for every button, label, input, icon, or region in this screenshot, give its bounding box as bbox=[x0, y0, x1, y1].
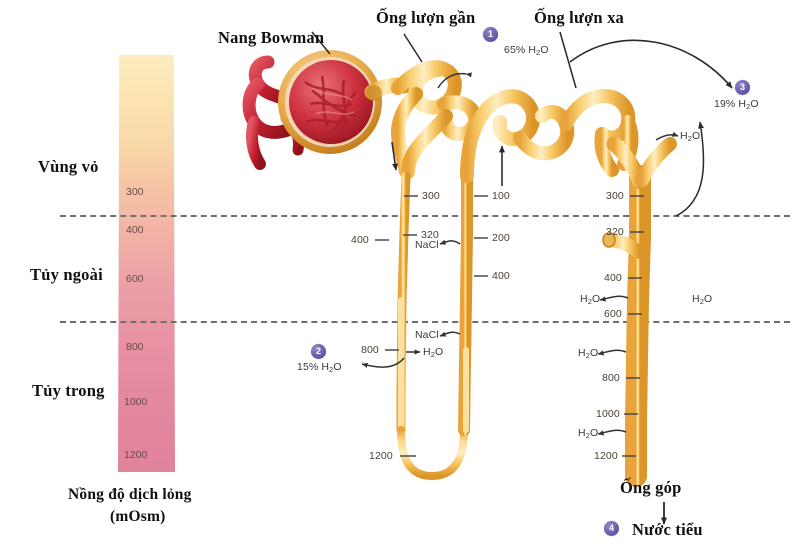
ascending-value-400: 400 bbox=[492, 270, 510, 282]
water-label-cd-right: H2O bbox=[692, 293, 712, 306]
gradient-tick-600: 600 bbox=[126, 273, 144, 285]
water-label-cd-2-sub: 2 bbox=[585, 351, 591, 360]
collecting-value-800: 800 bbox=[602, 372, 620, 384]
descending-value-300: 300 bbox=[422, 190, 440, 202]
arrow-65-percent-water bbox=[437, 72, 472, 89]
distal-convoluted-tubule bbox=[460, 89, 639, 183]
collecting-duct-branch-right bbox=[635, 137, 677, 187]
water-label-cd-1-prefix: H bbox=[580, 293, 588, 305]
arrow-to-step2 bbox=[361, 357, 405, 368]
step-3-text-prefix: 19% H bbox=[714, 98, 747, 110]
collecting-value-1000: 1000 bbox=[596, 408, 620, 420]
label-collecting-duct: Ống góp bbox=[620, 478, 682, 497]
step-marker-1[interactable]: 1 bbox=[483, 27, 498, 42]
gradient-tick-1000: 1000 bbox=[124, 396, 148, 408]
collecting-value-300: 300 bbox=[606, 190, 624, 202]
water-label-descending-suffix: O bbox=[435, 346, 444, 358]
zone-label-inner-medulla: Tủy trong bbox=[32, 381, 105, 400]
arrow-water-efflux-cd-3 bbox=[597, 429, 627, 436]
arrow-nacl-efflux-outer bbox=[439, 239, 461, 245]
leader-bowman-capsule bbox=[311, 31, 331, 55]
label-urine: Nước tiểu bbox=[632, 520, 703, 539]
water-label-cd-3-sub: 2 bbox=[585, 431, 591, 440]
step-1-text: 65% H2O bbox=[504, 44, 549, 57]
water-label-cd-1-suffix: O bbox=[592, 293, 601, 305]
water-label-cd-3-suffix: O bbox=[590, 427, 599, 439]
collecting-value-600: 600 bbox=[604, 308, 622, 320]
gradient-tick-1200: 1200 bbox=[124, 449, 148, 461]
step-1-text-sub: 2 bbox=[536, 48, 541, 57]
descending-value-1200: 1200 bbox=[369, 450, 393, 462]
ascending-value-100: 100 bbox=[492, 190, 510, 202]
zone-label-outer-medulla: Tủy ngoài bbox=[30, 265, 103, 284]
nacl-label-inner-medulla: NaCl bbox=[415, 329, 439, 341]
water-label-distal-sub: 2 bbox=[687, 134, 693, 143]
water-label-cd-right-sub: 2 bbox=[699, 297, 705, 306]
water-label-cd-2: H2O bbox=[578, 347, 598, 360]
arrow-distal-to-step3 bbox=[569, 39, 733, 89]
water-label-cd-3: H2O bbox=[578, 427, 598, 440]
nacl-label-outer-medulla: NaCl bbox=[415, 239, 439, 251]
label-bowmans-capsule: Nang Bowman bbox=[218, 28, 325, 47]
water-label-descending: H2O bbox=[423, 346, 443, 359]
water-label-distal-prefix: H bbox=[680, 130, 688, 142]
arrow-flow-down-descending bbox=[391, 141, 399, 171]
gradient-caption-line1: Nồng độ dịch lỏng bbox=[68, 486, 192, 503]
gradient-tick-800: 800 bbox=[126, 341, 144, 353]
gradient-tick-300: 300 bbox=[126, 186, 144, 198]
step-3-text-suffix: O bbox=[750, 98, 759, 110]
descending-value-400: 400 bbox=[351, 234, 369, 246]
step-1-text-prefix: 65% H bbox=[504, 44, 537, 56]
water-label-cd-right-prefix: H bbox=[692, 293, 700, 305]
arrow-nacl-efflux-inner bbox=[439, 331, 461, 337]
water-label-distal: H2O bbox=[680, 130, 700, 143]
collecting-value-1200: 1200 bbox=[594, 450, 618, 462]
step-3-text-sub: 2 bbox=[746, 102, 751, 111]
gradient-tick-400: 400 bbox=[126, 224, 144, 236]
descending-value-320: 320 bbox=[421, 229, 439, 241]
zone-divider-outer-inner-medulla bbox=[60, 321, 790, 323]
osmolarity-gradient-bar bbox=[118, 55, 175, 472]
label-proximal-tubule: Ống lượn gần bbox=[376, 8, 476, 27]
arrow-collecting-duct-to-step3 bbox=[675, 121, 705, 217]
gradient-caption-line2: (mOsm) bbox=[110, 508, 166, 525]
water-label-cd-1-sub: 2 bbox=[587, 297, 593, 306]
step-2-text: 15% H2O bbox=[297, 361, 342, 374]
water-label-cd-1: H2O bbox=[580, 293, 600, 306]
collecting-value-400: 400 bbox=[604, 272, 622, 284]
water-label-descending-prefix: H bbox=[423, 346, 431, 358]
arrow-water-efflux-cd-1 bbox=[599, 295, 629, 302]
value-tick-leaders bbox=[375, 195, 644, 457]
water-label-cd-3-prefix: H bbox=[578, 427, 586, 439]
step-2-text-suffix: O bbox=[333, 361, 342, 373]
collecting-duct bbox=[625, 165, 651, 487]
arrow-water-efflux-top bbox=[655, 131, 679, 141]
water-label-cd-2-prefix: H bbox=[578, 347, 586, 359]
collecting-value-320: 320 bbox=[606, 226, 624, 238]
water-label-descending-sub: 2 bbox=[430, 350, 436, 359]
descending-value-800: 800 bbox=[361, 344, 379, 356]
zone-divider-cortex-outer-medulla bbox=[60, 215, 790, 217]
water-label-cd-right-suffix: O bbox=[704, 293, 713, 305]
loop-of-henle bbox=[397, 426, 468, 481]
step-marker-4[interactable]: 4 bbox=[604, 521, 619, 536]
step-marker-3[interactable]: 3 bbox=[735, 80, 750, 95]
water-label-distal-suffix: O bbox=[692, 130, 701, 142]
step-marker-2[interactable]: 2 bbox=[311, 344, 326, 359]
step-3-text: 19% H2O bbox=[714, 98, 759, 111]
label-distal-tubule: Ống lượn xa bbox=[534, 8, 625, 27]
ascending-value-200: 200 bbox=[492, 232, 510, 244]
step-1-text-suffix: O bbox=[540, 44, 549, 56]
step-2-text-prefix: 15% H bbox=[297, 361, 330, 373]
leader-proximal-tubule bbox=[403, 33, 423, 63]
glomerulus bbox=[289, 60, 373, 144]
leader-distal-tubule bbox=[559, 31, 577, 89]
step-2-text-sub: 2 bbox=[329, 365, 334, 374]
arrow-water-efflux-cd-2 bbox=[597, 349, 627, 356]
zone-label-cortex: Vùng vỏ bbox=[38, 157, 99, 176]
water-label-cd-2-suffix: O bbox=[590, 347, 599, 359]
